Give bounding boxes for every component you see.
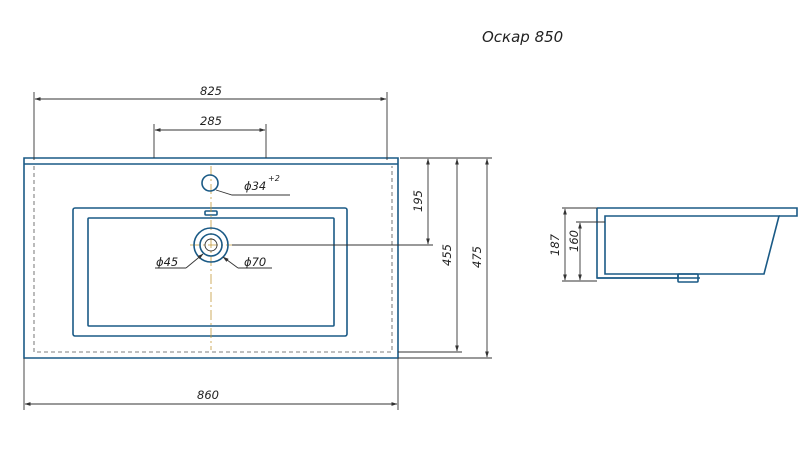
drain-inner-ring xyxy=(199,233,223,257)
drain-center-ring xyxy=(204,238,218,252)
sink-hidden-contour xyxy=(33,166,393,353)
bowl-outer xyxy=(72,207,348,337)
tap-hole-tolerance: +2 xyxy=(268,174,280,183)
width-top-label: 825 xyxy=(200,84,222,98)
width-bottom-label: 860 xyxy=(197,388,219,402)
drain-inner-label: ϕ45 xyxy=(156,255,178,269)
side-rim xyxy=(597,207,798,217)
side-drain-stub xyxy=(677,273,699,283)
side-bowl-profile xyxy=(596,208,781,279)
side-height-bowl-label: 160 xyxy=(567,230,581,252)
tap-hole-leader xyxy=(215,189,290,196)
bowl-inner xyxy=(87,217,335,327)
top-view: ϕ34 +2 ϕ45 ϕ70 825 285 860 195 xyxy=(23,84,492,410)
depth-to-drain-label: 195 xyxy=(411,190,425,212)
drain-outer-ring xyxy=(193,227,229,263)
depth-total-label: 475 xyxy=(470,246,484,268)
tap-hole-label: ϕ34 xyxy=(244,179,266,193)
side-view: 187 160 xyxy=(548,207,798,283)
drawing-title: Оскар 850 xyxy=(482,28,563,46)
tap-spacing-label: 285 xyxy=(200,114,222,128)
drain-inner-leader-arrow xyxy=(185,253,204,269)
tap-hole xyxy=(201,174,219,192)
drain-outer-leader-arrow xyxy=(222,256,239,269)
depth-inner-label: 455 xyxy=(440,244,454,266)
drain-outer-label: ϕ70 xyxy=(244,255,266,269)
side-height-total-label: 187 xyxy=(548,233,562,256)
